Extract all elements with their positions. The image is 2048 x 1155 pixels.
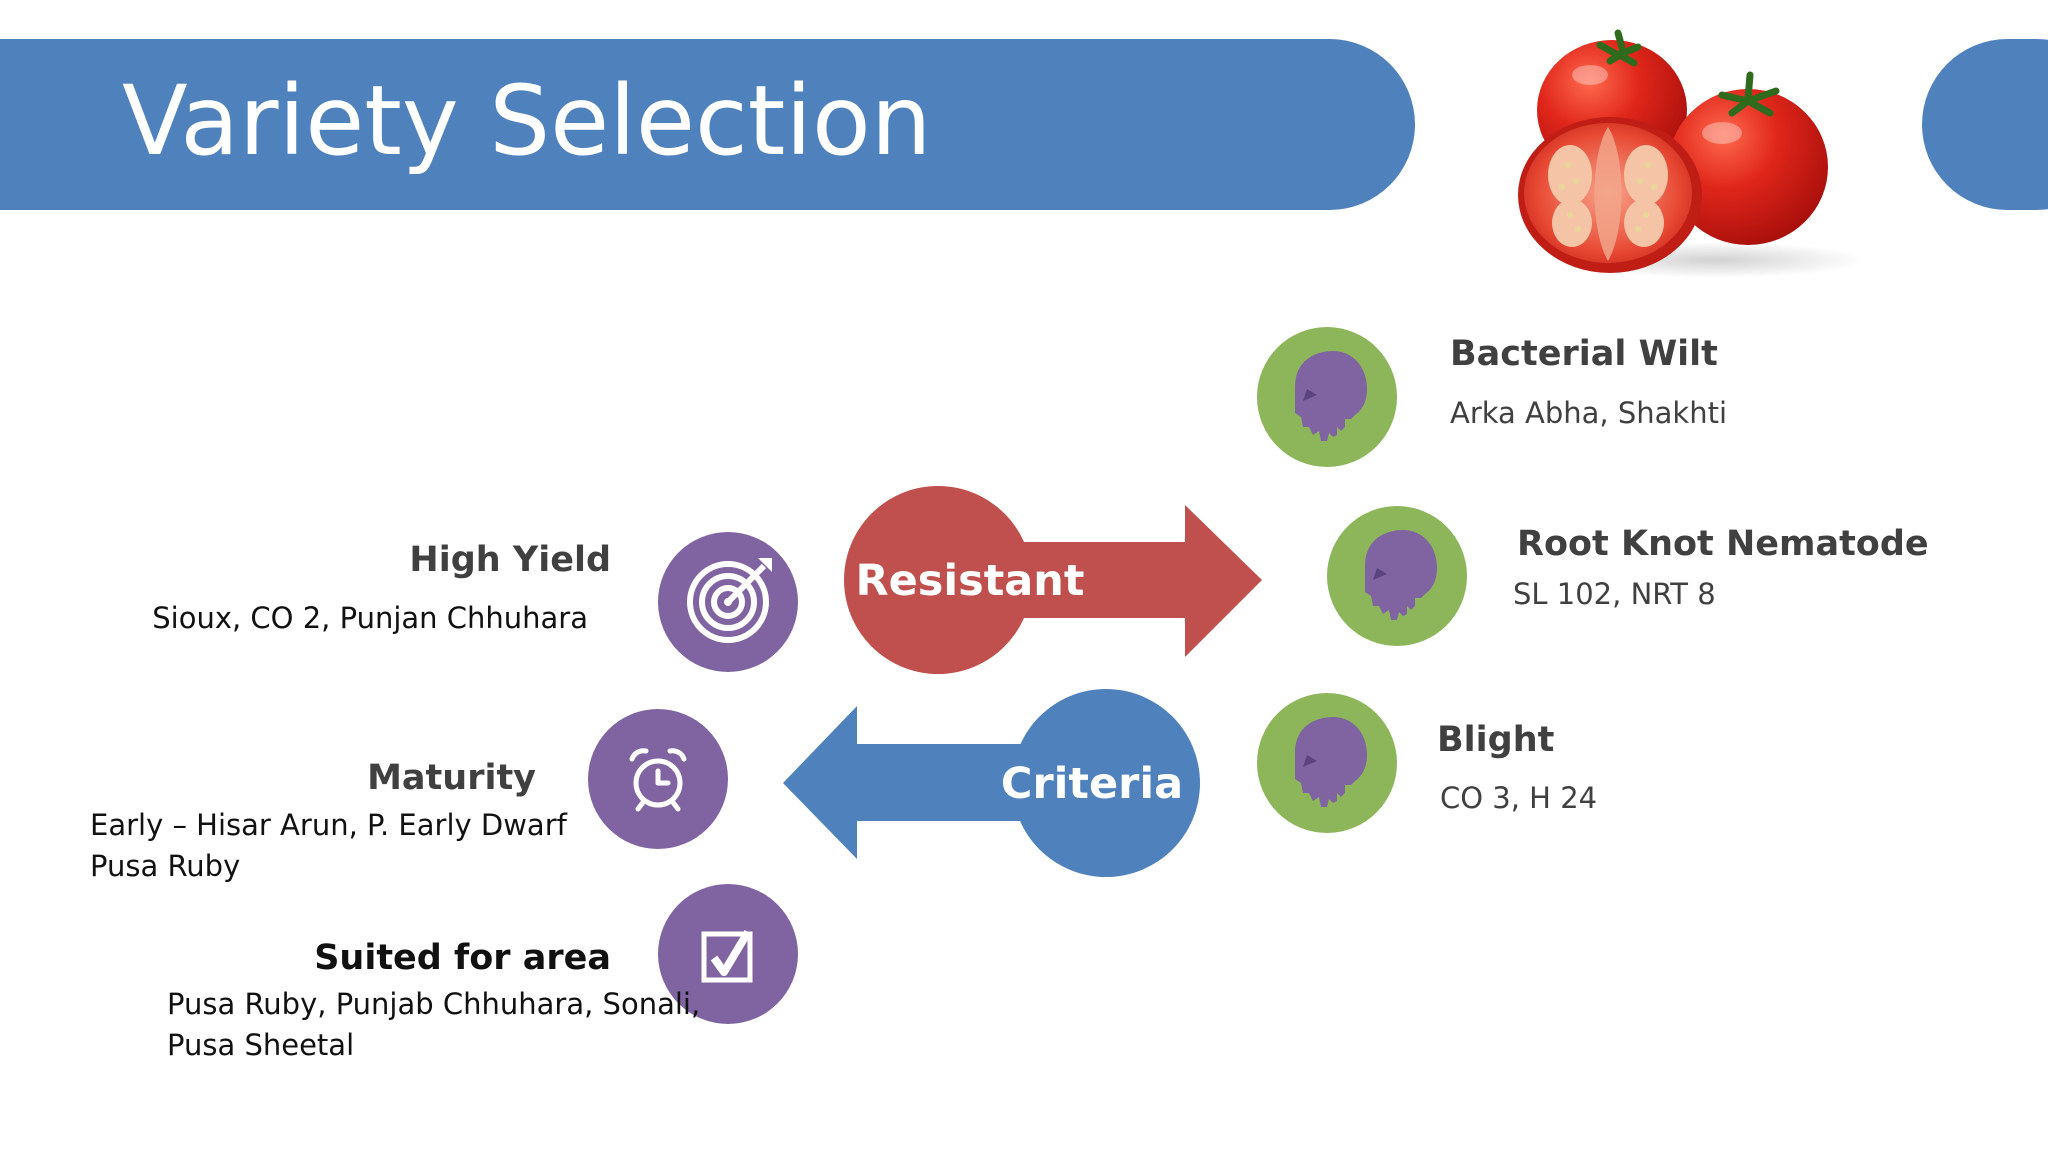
tomato-image (1518, 29, 1865, 278)
high-yield-heading: High Yield (409, 540, 611, 580)
root-knot-nematode-heading: Root Knot Nematode (1517, 524, 1929, 564)
alarm-clock-icon (629, 748, 687, 812)
resistant-circle (844, 486, 1032, 674)
resistant-label: Resistant (856, 556, 1085, 606)
suited-for-area-heading: Suited for area (314, 938, 611, 978)
skull-icon (1295, 351, 1367, 441)
page-title: Variety Selection (122, 65, 932, 177)
title-bar (0, 39, 1415, 210)
root-knot-nematode-icon-circle (1327, 506, 1467, 646)
skull-icon (1365, 530, 1437, 620)
criteria-circle (1012, 689, 1200, 877)
suited-for-area-icon-circle (658, 884, 798, 1024)
blight-varieties: CO 3, H 24 (1440, 781, 1598, 815)
checkbox-icon (701, 929, 753, 983)
criteria-label: Criteria (1001, 759, 1183, 809)
target-icon (687, 558, 772, 643)
maturity-heading: Maturity (367, 758, 536, 798)
high-yield-varieties: Sioux, CO 2, Punjan Chhuhara (152, 601, 588, 635)
bacterial-wilt-varieties: Arka Abha, Shakhti (1450, 396, 1728, 430)
suited-for-area-varieties-line-1: Pusa Ruby, Punjab Chhuhara, Sonali, (167, 987, 701, 1021)
blight-icon-circle (1257, 693, 1397, 833)
skull-icon (1295, 717, 1367, 807)
blight-heading: Blight (1437, 720, 1555, 760)
bacterial-wilt-heading: Bacterial Wilt (1450, 334, 1718, 374)
suited-for-area-varieties-line-2: Pusa Sheetal (167, 1028, 355, 1062)
bacterial-wilt-icon-circle (1257, 327, 1397, 467)
maturity-varieties-line-2: Pusa Ruby (90, 849, 241, 883)
maturity-icon-circle (588, 709, 728, 849)
root-knot-nematode-varieties: SL 102, NRT 8 (1513, 577, 1716, 611)
maturity-varieties-line-1: Early – Hisar Arun, P. Early Dwarf (90, 808, 567, 842)
title-bar-end-cap (1922, 39, 2048, 210)
high-yield-icon-circle (658, 532, 798, 672)
